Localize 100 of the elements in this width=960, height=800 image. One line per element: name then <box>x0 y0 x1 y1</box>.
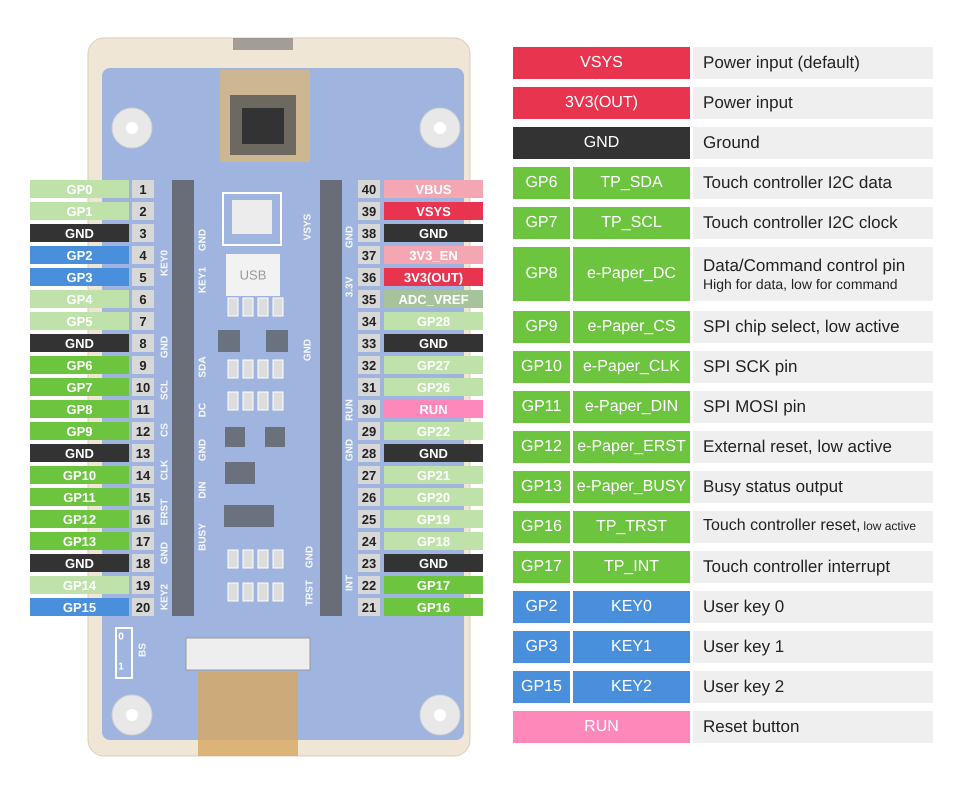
pin-number: 22 <box>358 576 380 594</box>
pin-label: GND <box>30 334 129 352</box>
pin-label: RUN <box>384 400 483 418</box>
description-cell: Touch controller interrupt <box>693 551 933 583</box>
pin-number: 19 <box>132 576 154 594</box>
pin-label: GP3 <box>30 268 129 286</box>
description-cell: External reset, low active <box>693 431 933 463</box>
pin-label: VBUS <box>384 180 483 198</box>
silkscreen-label: KEY2 <box>160 584 170 610</box>
pin-number: 27 <box>358 466 380 484</box>
pin-number: 12 <box>132 422 154 440</box>
description-cell: Data/Command control pin High for data, low for command <box>693 247 933 301</box>
pin-label: GP17 <box>384 576 483 594</box>
pin-number: 4 <box>132 246 154 264</box>
signal-cell: e-Paper_CLK <box>573 351 690 383</box>
signal-cell: e-Paper_CS <box>573 311 690 343</box>
pin-number: 6 <box>132 290 154 308</box>
signal-cell: TP_SCL <box>573 207 690 239</box>
silkscreen-label: 0 <box>118 632 124 642</box>
pin-label: GND <box>30 554 129 572</box>
signal-cell: GP7 <box>513 207 570 239</box>
signal-cell: GP3 <box>513 631 570 663</box>
pin-label: GND <box>384 334 483 352</box>
signal-cell: e-Paper_ERST <box>573 431 690 463</box>
pin-number: 5 <box>132 268 154 286</box>
pin-number: 13 <box>132 444 154 462</box>
silkscreen-label: VSYS <box>302 214 314 240</box>
signal-cell: 3V3(OUT) <box>513 87 690 119</box>
pin-label: GP5 <box>30 312 129 330</box>
pin-number: 7 <box>132 312 154 330</box>
signal-cell: e-Paper_DC <box>573 247 690 301</box>
silkscreen-label: 3.3V <box>344 276 356 298</box>
signal-cell: GP9 <box>513 311 570 343</box>
pin-label: GND <box>384 444 483 462</box>
signal-cell: KEY1 <box>573 631 690 663</box>
pin-number: 37 <box>358 246 380 264</box>
pin-label: GP9 <box>30 422 129 440</box>
pin-label: GP16 <box>384 598 483 616</box>
silkscreen-label: GND <box>160 542 170 564</box>
pin-label: 3V3(OUT) <box>384 268 483 286</box>
signal-cell: e-Paper_BUSY <box>573 471 690 503</box>
silkscreen-label: GND <box>198 438 208 462</box>
silkscreen-label: ERST <box>160 498 170 526</box>
pin-number: 40 <box>358 180 380 198</box>
description-cell: User key 2 <box>693 671 933 703</box>
description-cell: Power input (default) <box>693 47 933 79</box>
pin-number: 14 <box>132 466 154 484</box>
pin-number: 18 <box>132 554 154 572</box>
pin-number: 2 <box>132 202 154 220</box>
pin-number: 31 <box>358 378 380 396</box>
description-cell: User key 0 <box>693 591 933 623</box>
silkscreen-label: CS <box>160 423 170 437</box>
pin-label: GP2 <box>30 246 129 264</box>
pin-number: 26 <box>358 488 380 506</box>
silkscreen-label: DIN <box>198 481 208 499</box>
pin-number: 36 <box>358 268 380 286</box>
pin-number: 10 <box>132 378 154 396</box>
pin-label: GP8 <box>30 400 129 418</box>
pin-number: 33 <box>358 334 380 352</box>
pin-label: GP4 <box>30 290 129 308</box>
silkscreen-label: SDA <box>198 356 208 378</box>
pin-label: GP12 <box>30 510 129 528</box>
signal-cell: GP12 <box>513 431 570 463</box>
pin-number: 39 <box>358 202 380 220</box>
signal-cell: GP17 <box>513 551 570 583</box>
signal-cell: KEY0 <box>573 591 690 623</box>
pin-label: VSYS <box>384 202 483 220</box>
silkscreen-label: KEY0 <box>160 250 170 276</box>
pin-label: GND <box>30 224 129 242</box>
silkscreen-label: GND <box>198 228 208 252</box>
signal-cell: GP2 <box>513 591 570 623</box>
pin-label: GP26 <box>384 378 483 396</box>
signal-cell: TP_SDA <box>573 167 690 199</box>
description-cell: SPI chip select, low active <box>693 311 933 343</box>
pin-label: GP27 <box>384 356 483 374</box>
signal-cell: GP13 <box>513 471 570 503</box>
pin-label: GP7 <box>30 378 129 396</box>
pin-number: 17 <box>132 532 154 550</box>
silkscreen-label: SCL <box>160 380 170 400</box>
pin-label: GP18 <box>384 532 483 550</box>
signal-cell: GP10 <box>513 351 570 383</box>
silkscreen-label: 1 <box>118 662 124 672</box>
pin-number: 8 <box>132 334 154 352</box>
pin-number: 30 <box>358 400 380 418</box>
silkscreen-label: TRST <box>304 580 316 606</box>
pin-number: 11 <box>132 400 154 418</box>
silkscreen-label: BUSY <box>198 523 208 551</box>
silkscreen-label: KEY1 <box>198 266 208 294</box>
silkscreen-label: DC <box>198 402 208 418</box>
pin-label: GP10 <box>30 466 129 484</box>
pin-number: 38 <box>358 224 380 242</box>
signal-cell: TP_INT <box>573 551 690 583</box>
signal-cell: GP8 <box>513 247 570 301</box>
pin-number: 25 <box>358 510 380 528</box>
pin-label: ADC_VREF <box>384 290 483 308</box>
pin-label: GND <box>384 554 483 572</box>
pin-number: 34 <box>358 312 380 330</box>
pin-label: GP15 <box>30 598 129 616</box>
pin-number: 23 <box>358 554 380 572</box>
signal-cell: RUN <box>513 711 690 743</box>
